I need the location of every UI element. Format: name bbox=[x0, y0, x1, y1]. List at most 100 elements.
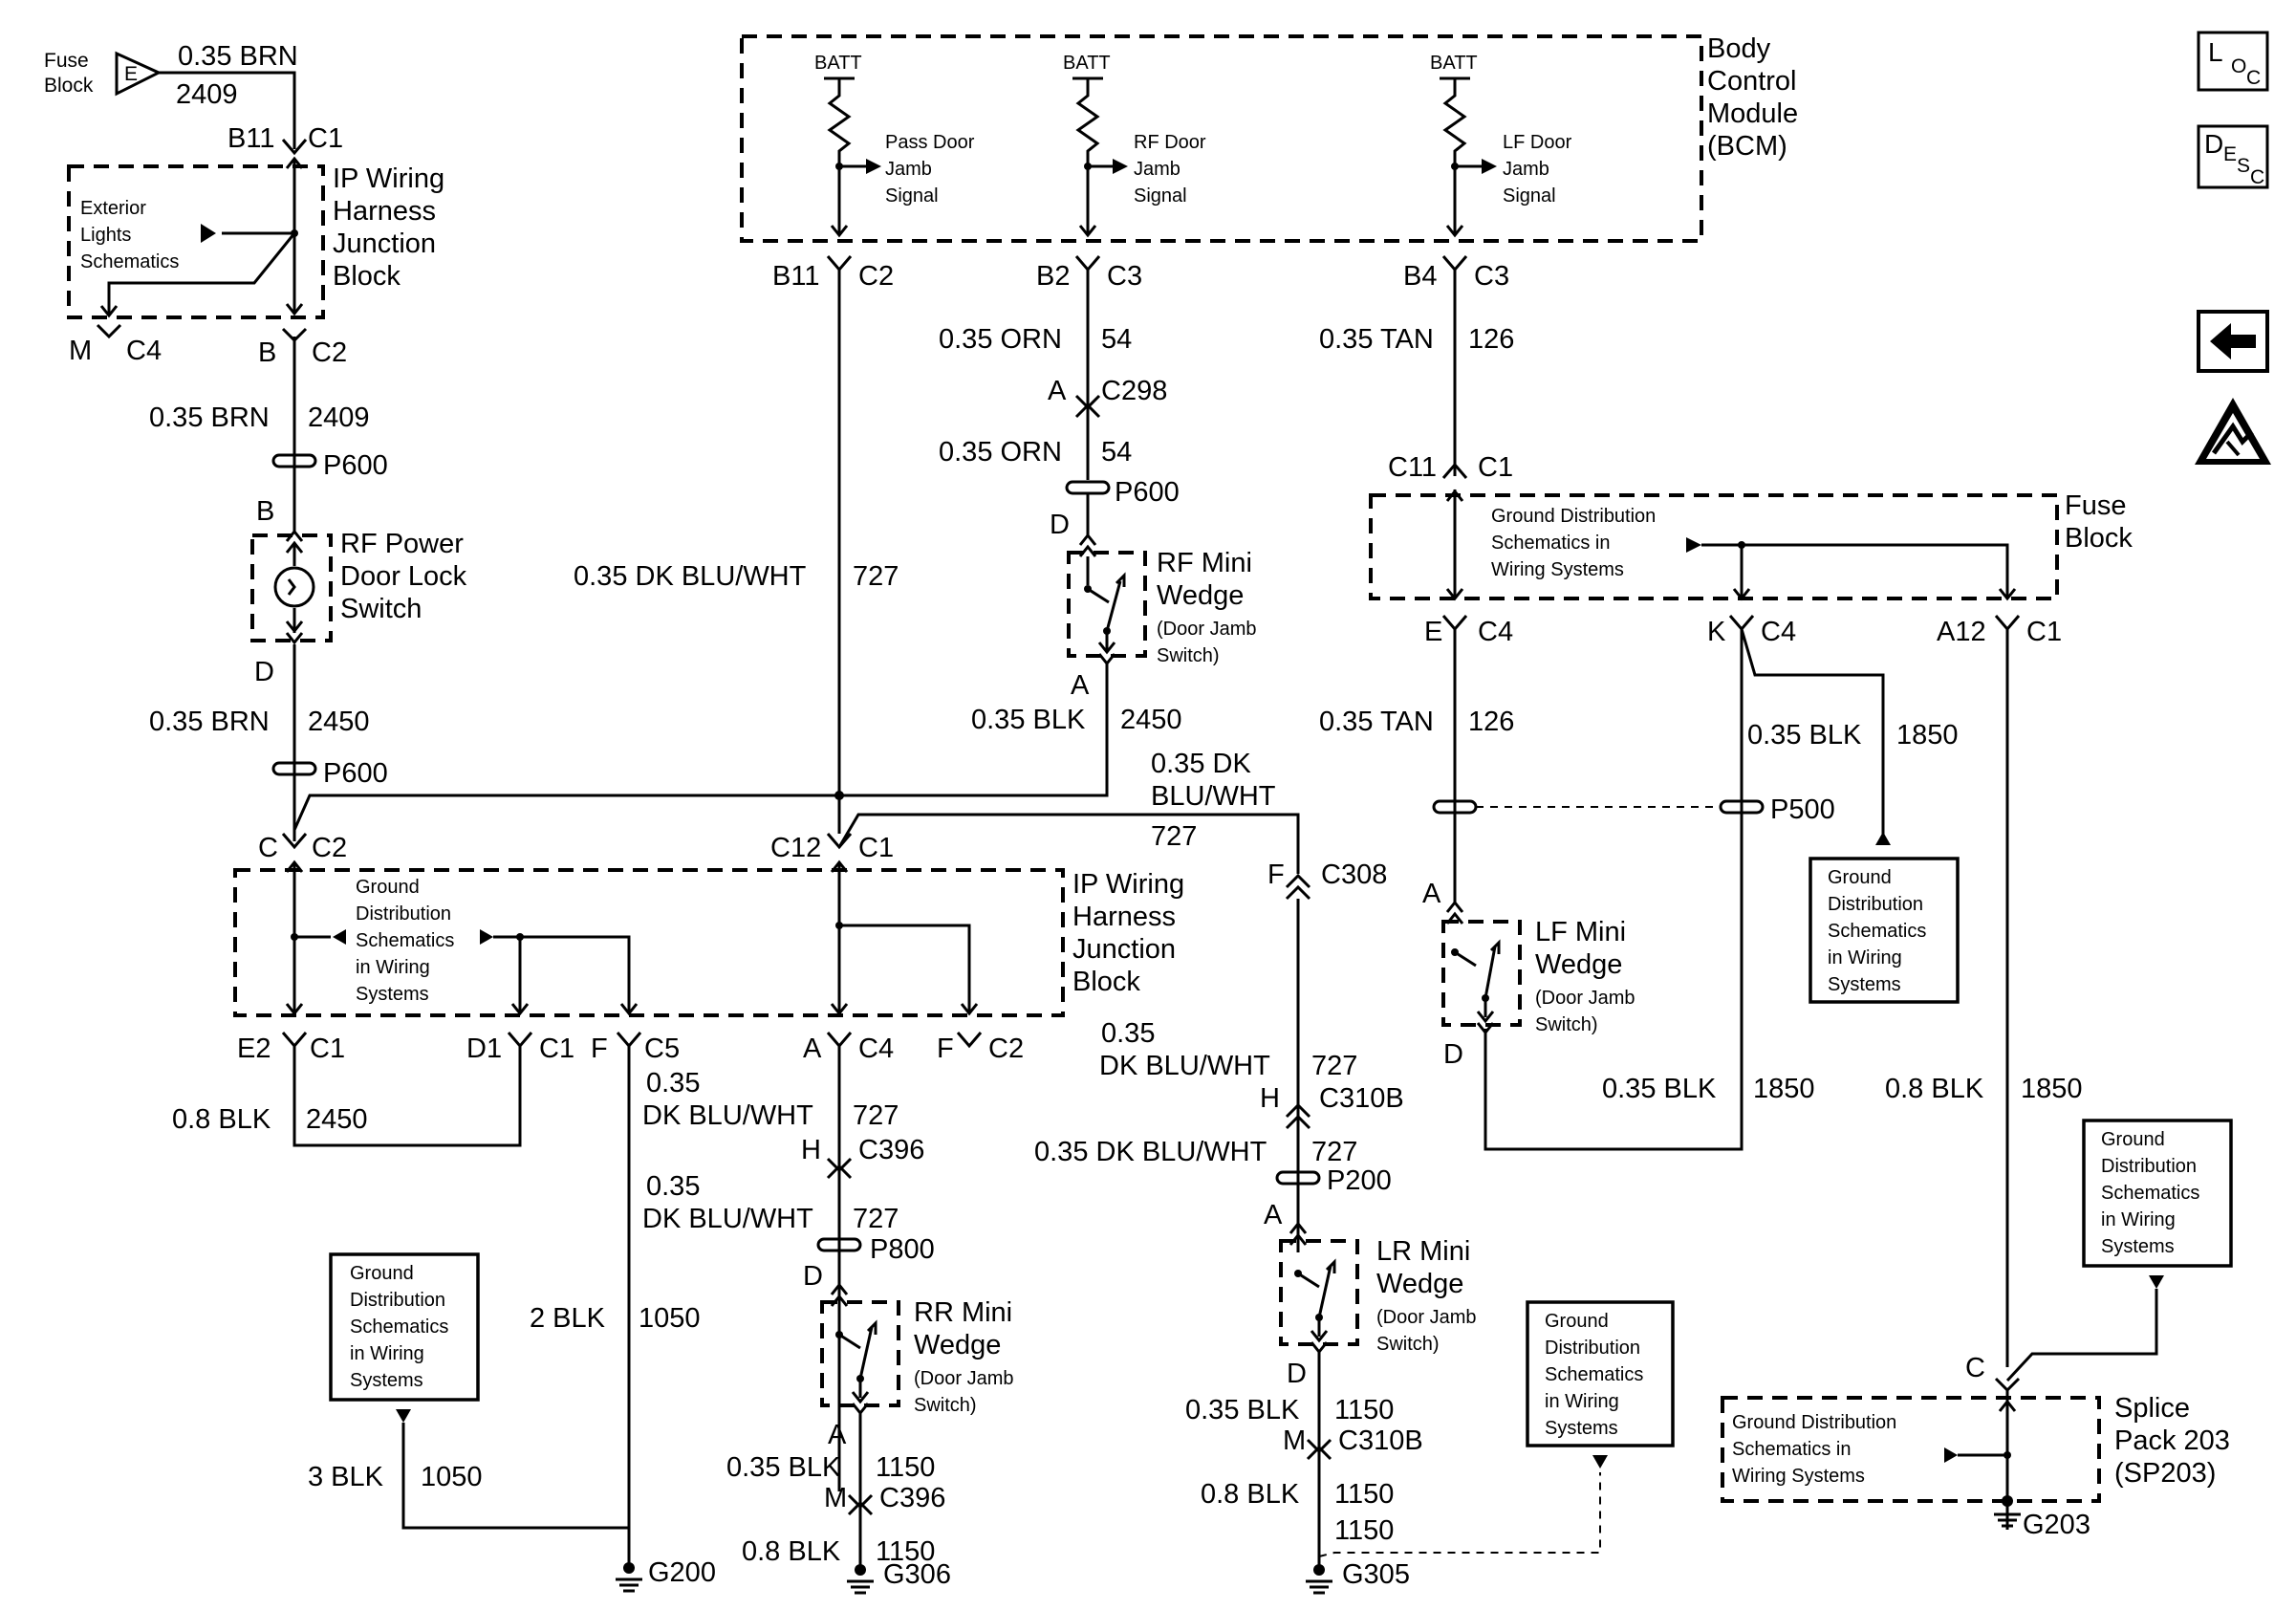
svg-text:0.8 BLK: 0.8 BLK bbox=[742, 1536, 841, 1567]
svg-text:Switch): Switch) bbox=[914, 1395, 977, 1416]
svg-text:Ground Distribution: Ground Distribution bbox=[1732, 1412, 1896, 1433]
ground-dist-box-g305: Ground Distribution Schematics in Wiring… bbox=[1526, 1300, 1675, 1469]
ground-g200: G200 bbox=[616, 1557, 716, 1593]
svg-text:A12: A12 bbox=[1937, 617, 1986, 647]
ip-junction-block-top: IP Wiring Harness Junction Block Exterio… bbox=[67, 156, 444, 319]
svg-text:D: D bbox=[803, 1261, 823, 1292]
svg-text:E: E bbox=[2223, 143, 2237, 165]
svg-text:LF Mini: LF Mini bbox=[1535, 917, 1626, 947]
svg-text:C4: C4 bbox=[858, 1033, 894, 1064]
lr-mini-wedge-switch: LR Mini Wedge (Door Jamb Switch) bbox=[1279, 1221, 1476, 1355]
svg-text:B: B bbox=[258, 337, 276, 368]
rf-mini-wedge-switch: RF Mini Wedge (Door Jamb Switch) bbox=[1067, 533, 1256, 666]
connector-chevron-icon bbox=[1728, 615, 1755, 632]
svg-text:C310B: C310B bbox=[1319, 1083, 1404, 1114]
svg-text:1150: 1150 bbox=[1334, 1479, 1394, 1510]
svg-text:F: F bbox=[937, 1033, 954, 1064]
svg-text:Ground: Ground bbox=[1545, 1311, 1609, 1332]
svg-text:Ground: Ground bbox=[350, 1263, 414, 1284]
svg-text:G306: G306 bbox=[883, 1559, 951, 1590]
svg-text:0.35: 0.35 bbox=[1101, 1018, 1155, 1049]
svg-text:O: O bbox=[2231, 55, 2246, 77]
svg-text:D: D bbox=[2204, 129, 2223, 159]
svg-text:F: F bbox=[591, 1033, 608, 1064]
svg-text:B11: B11 bbox=[227, 123, 274, 154]
svg-text:Pack 203: Pack 203 bbox=[2114, 1425, 2230, 1456]
svg-text:S: S bbox=[2237, 155, 2250, 177]
svg-text:M: M bbox=[69, 336, 92, 366]
svg-text:in Wiring: in Wiring bbox=[1545, 1391, 1619, 1412]
svg-text:BATT: BATT bbox=[1063, 53, 1111, 74]
back-arrow-icon[interactable] bbox=[2197, 310, 2269, 373]
wire-2409-top bbox=[159, 71, 296, 149]
svg-text:Block: Block bbox=[1072, 967, 1140, 997]
svg-text:Junction: Junction bbox=[1072, 934, 1176, 965]
svg-text:Fuse: Fuse bbox=[44, 50, 89, 72]
connector-chevron-icon bbox=[281, 139, 308, 156]
svg-text:0.35 ORN: 0.35 ORN bbox=[939, 324, 1062, 355]
svg-text:Jamb: Jamb bbox=[1503, 159, 1549, 180]
esd-warning-icon bbox=[2195, 398, 2271, 465]
svg-text:LF Door: LF Door bbox=[1503, 132, 1572, 153]
svg-text:C396: C396 bbox=[858, 1135, 924, 1165]
svg-text:C3: C3 bbox=[1474, 261, 1509, 292]
svg-text:C2: C2 bbox=[312, 833, 347, 863]
svg-text:0.35 BRN: 0.35 BRN bbox=[178, 41, 298, 72]
svg-text:Signal: Signal bbox=[1503, 185, 1556, 207]
splice-pack-203: Splice Pack 203 (SP203) Ground Distribut… bbox=[1721, 1390, 2230, 1530]
switch-symbol-icon bbox=[273, 566, 315, 608]
pass-thru-p600-c: P600 bbox=[1065, 477, 1180, 508]
svg-text:A: A bbox=[1264, 1200, 1283, 1230]
connector-chevron-icon bbox=[956, 1032, 983, 1049]
fuse-pin-triangle-icon bbox=[115, 51, 162, 97]
svg-text:A: A bbox=[1071, 670, 1090, 701]
svg-text:M: M bbox=[1283, 1425, 1306, 1456]
svg-text:Wedge: Wedge bbox=[1535, 949, 1622, 980]
svg-text:B2: B2 bbox=[1036, 261, 1070, 292]
svg-text:Jamb: Jamb bbox=[885, 159, 932, 180]
svg-text:C396: C396 bbox=[879, 1483, 945, 1513]
svg-text:L: L bbox=[2208, 37, 2223, 67]
svg-text:2 BLK: 2 BLK bbox=[530, 1303, 606, 1334]
svg-text:Junction: Junction bbox=[333, 228, 436, 259]
svg-text:P600: P600 bbox=[323, 450, 388, 481]
svg-text:(Door Jamb: (Door Jamb bbox=[914, 1368, 1013, 1389]
svg-text:Distribution: Distribution bbox=[1545, 1338, 1640, 1359]
svg-text:Distribution: Distribution bbox=[350, 1290, 445, 1311]
svg-text:C1: C1 bbox=[539, 1033, 574, 1064]
svg-text:1150: 1150 bbox=[876, 1536, 935, 1567]
svg-text:1150: 1150 bbox=[1334, 1395, 1394, 1425]
svg-text:54: 54 bbox=[1101, 324, 1132, 355]
connector-chevron-icon bbox=[1306, 1438, 1332, 1454]
svg-text:Wedge: Wedge bbox=[914, 1330, 1001, 1360]
ref-arrow-icon bbox=[201, 224, 216, 243]
connector-chevron-icon bbox=[1441, 615, 1468, 632]
svg-text:Control: Control bbox=[1707, 66, 1797, 97]
svg-text:Schematics: Schematics bbox=[356, 930, 454, 951]
connector-chevron-icon bbox=[1441, 462, 1468, 479]
connector-chevron-icon bbox=[96, 323, 122, 339]
svg-text:D: D bbox=[1050, 510, 1070, 540]
connector-chevron-icon bbox=[826, 255, 853, 272]
svg-text:IP Wiring: IP Wiring bbox=[333, 163, 444, 194]
desc-button[interactable]: D E S C bbox=[2197, 124, 2269, 189]
svg-text:54: 54 bbox=[1101, 437, 1132, 468]
ground-dist-box-g200: Ground Distribution Schematics in Wiring… bbox=[329, 1252, 629, 1530]
svg-text:Schematics in: Schematics in bbox=[1732, 1439, 1852, 1460]
svg-text:C11: C11 bbox=[1388, 452, 1437, 483]
svg-text:Ground: Ground bbox=[356, 877, 420, 898]
svg-text:H: H bbox=[801, 1135, 821, 1165]
svg-text:in Wiring: in Wiring bbox=[1828, 947, 1902, 968]
svg-text:RF Power: RF Power bbox=[340, 529, 464, 559]
svg-text:Systems: Systems bbox=[1545, 1418, 1618, 1439]
svg-text:Distribution: Distribution bbox=[356, 903, 451, 925]
loc-button[interactable]: L O C bbox=[2197, 31, 2269, 92]
svg-text:C1: C1 bbox=[2026, 617, 2062, 647]
svg-text:Body: Body bbox=[1707, 33, 1771, 64]
connector-chevron-icon bbox=[1074, 402, 1101, 419]
svg-text:B11: B11 bbox=[772, 261, 819, 292]
pass-thru-p600-b: P600 bbox=[271, 758, 388, 789]
svg-text:M: M bbox=[824, 1483, 847, 1513]
svg-text:G203: G203 bbox=[2023, 1510, 2090, 1540]
svg-text:Door Lock: Door Lock bbox=[340, 561, 467, 592]
